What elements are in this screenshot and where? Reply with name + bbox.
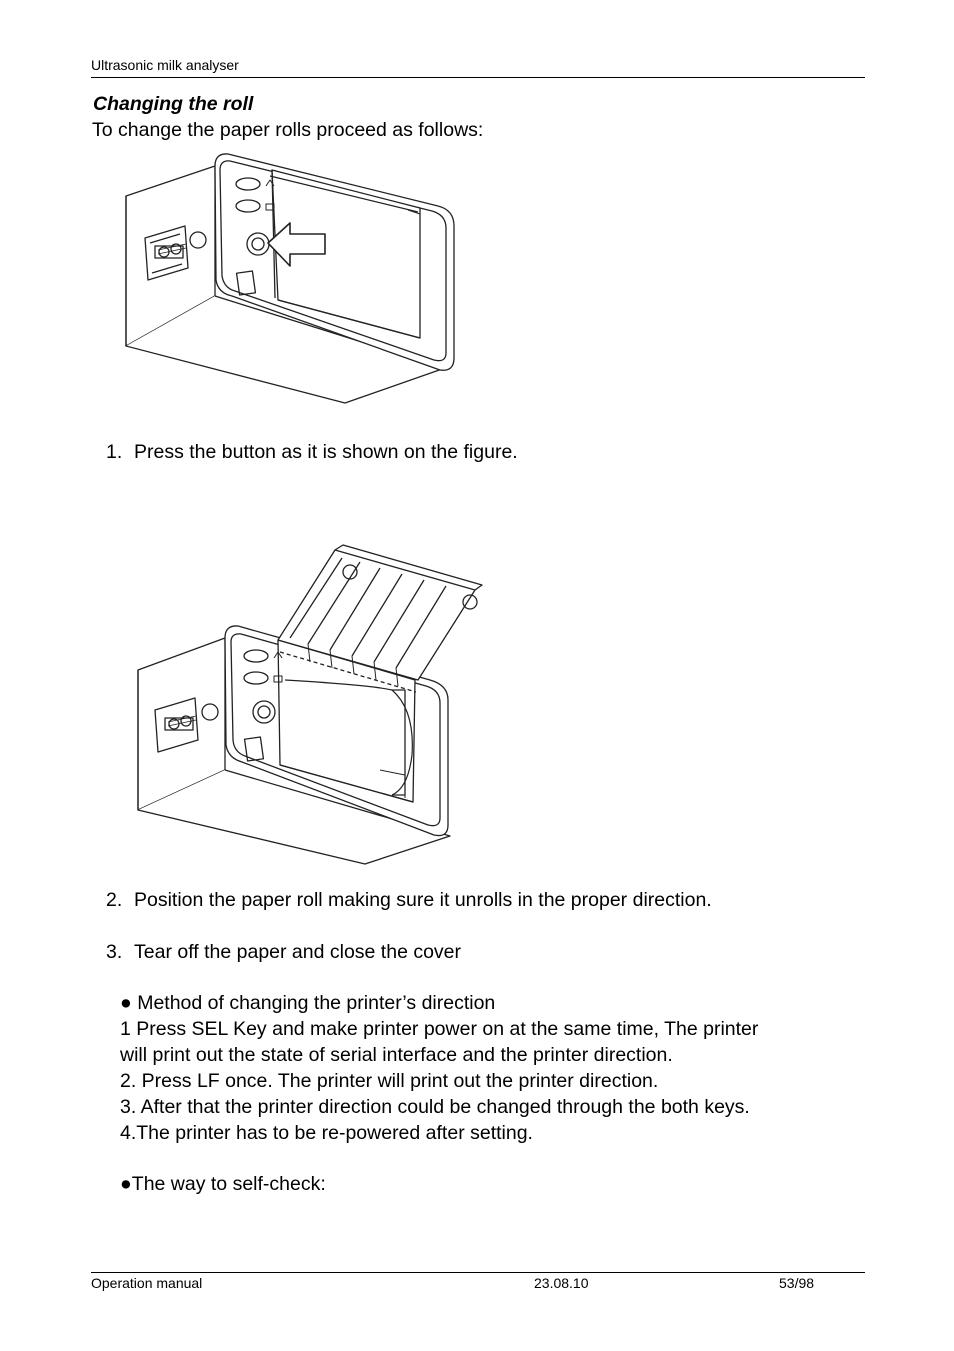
footer-date: 23.08.10 <box>534 1275 589 1291</box>
method-heading: ● Method of changing the printer’s direc… <box>120 992 496 1014</box>
step-1-text: Press the button as it is shown on the f… <box>134 441 518 463</box>
running-header: Ultrasonic milk analyser <box>91 57 239 73</box>
intro-text: To change the paper rolls proceed as fol… <box>92 119 484 141</box>
footer-rule <box>91 1272 865 1273</box>
method-line: 4.The printer has to be re-powered after… <box>120 1122 533 1144</box>
section-title: Changing the roll <box>93 93 254 115</box>
step-2-number: 2. <box>106 889 123 911</box>
page-number: 53/98 <box>779 1275 815 1291</box>
method-line: 1 Press SEL Key and make printer power o… <box>120 1018 759 1040</box>
method-line: will print out the state of serial inter… <box>120 1044 673 1066</box>
printer-closed-figure <box>125 153 455 404</box>
step-3-number: 3. <box>106 941 123 963</box>
selfcheck-heading: ●The way to self-check: <box>120 1173 326 1195</box>
method-line: 2. Press LF once. The printer will print… <box>120 1070 659 1092</box>
footer-doc-title: Operation manual <box>91 1275 203 1291</box>
header-rule <box>91 77 865 78</box>
step-3-text: Tear off the paper and close the cover <box>134 941 462 963</box>
step-1-number: 1. <box>106 441 123 463</box>
printer-open-figure <box>137 544 483 865</box>
step-2-text: Position the paper roll making sure it u… <box>134 889 712 911</box>
method-line: 3. After that the printer direction coul… <box>120 1096 750 1118</box>
